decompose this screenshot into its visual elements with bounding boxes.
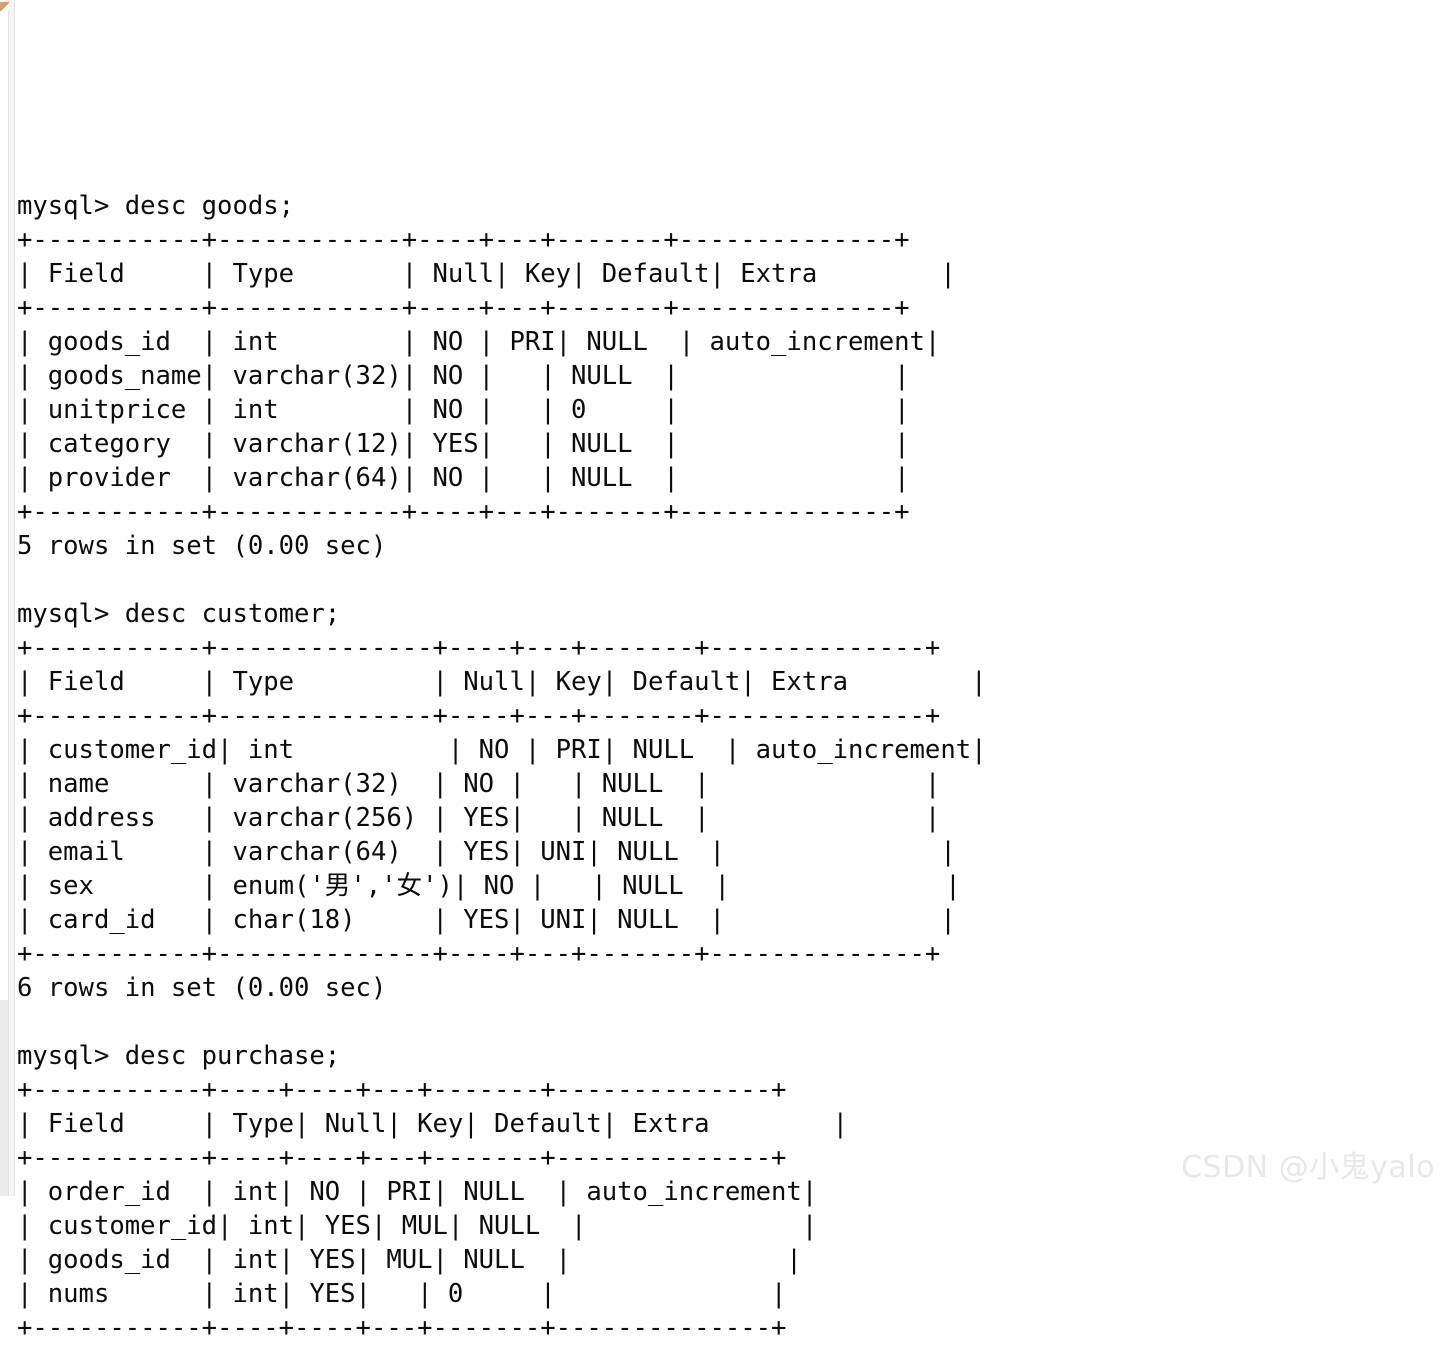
table-row: | address | varchar(256) | YES| | NULL |…	[17, 803, 941, 833]
command-line-customer: mysql> desc customer;	[17, 599, 341, 629]
table-header-purchase: | Field | Type| Null| Key| Default| Extr…	[17, 1109, 848, 1139]
table-row: | email | varchar(64) | YES| UNI| NULL |…	[17, 837, 956, 867]
table-row: | goods_name| varchar(32)| NO | | NULL |…	[17, 361, 910, 391]
status-line-goods: 5 rows in set (0.00 sec)	[17, 531, 387, 561]
table-border-bottom-customer: +-----------+--------------+----+---+---…	[17, 939, 941, 969]
table-row: | goods_id | int| YES| MUL| NULL | |	[17, 1245, 802, 1275]
table-row: | unitprice | int | NO | | 0 | |	[17, 395, 910, 425]
table-border-bottom-purchase: +-----------+----+----+---+-------+-----…	[17, 1313, 787, 1343]
table-row: | nums | int| YES| | 0 | |	[17, 1279, 787, 1309]
table-border-bottom-goods: +-----------+------------+----+---+-----…	[17, 497, 910, 527]
spacer-line	[17, 1005, 1437, 1039]
table-row: | provider | varchar(64)| NO | | NULL | …	[17, 463, 910, 493]
top-padding	[17, 68, 1437, 87]
spacer-line	[17, 563, 1437, 597]
corner-artifact-icon	[0, 2, 9, 11]
gutter-inner-divider	[14, 0, 15, 1196]
scrollbar-gutter-shadow	[0, 1000, 8, 1196]
table-header-customer: | Field | Type | Null| Key| Default| Ext…	[17, 667, 987, 697]
table-border-mid-goods: +-----------+------------+----+---+-----…	[17, 293, 910, 323]
table-header-goods: | Field | Type | Null| Key| Default| Ext…	[17, 259, 956, 289]
table-row: | customer_id| int | NO | PRI| NULL | au…	[17, 735, 987, 765]
terminal-output[interactable]: mysql> desc goods; +-----------+---------…	[17, 0, 1437, 1343]
vertical-scrollbar-track[interactable]	[9, 0, 14, 1196]
table-border-top-goods: +-----------+------------+----+---+-----…	[17, 225, 910, 255]
table-border-top-customer: +-----------+--------------+----+---+---…	[17, 633, 941, 663]
table-row: | card_id | char(18) | YES| UNI| NULL | …	[17, 905, 956, 935]
table-row: | name | varchar(32) | NO | | NULL | |	[17, 769, 941, 799]
csdn-watermark: CSDN @小鬼yalo	[1181, 1150, 1435, 1185]
status-line-customer: 6 rows in set (0.00 sec)	[17, 973, 387, 1003]
table-border-top-purchase: +-----------+----+----+---+-------+-----…	[17, 1075, 787, 1105]
table-row: | sex | enum('男','女')| NO | | NULL | |	[17, 871, 961, 901]
table-border-mid-purchase: +-----------+----+----+---+-------+-----…	[17, 1143, 787, 1173]
scrollbar-gutter-outer	[0, 0, 8, 1196]
table-row: | category | varchar(12)| YES| | NULL | …	[17, 429, 910, 459]
table-row: | customer_id| int| YES| MUL| NULL | |	[17, 1211, 818, 1241]
command-line-goods: mysql> desc goods;	[17, 191, 294, 221]
table-row: | goods_id | int | NO | PRI| NULL | auto…	[17, 327, 941, 357]
table-border-mid-customer: +-----------+--------------+----+---+---…	[17, 701, 941, 731]
gutter-divider	[8, 0, 9, 1196]
command-line-purchase: mysql> desc purchase;	[17, 1041, 341, 1071]
